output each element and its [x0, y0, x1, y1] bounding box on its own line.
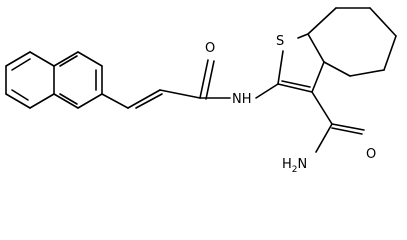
- vinyl-linker: [101, 89, 201, 109]
- amide-oxygen-label: O: [366, 147, 376, 162]
- thiophene-ring: S: [276, 33, 325, 93]
- naphthalene-ring-right: [53, 51, 103, 109]
- sulfur-label: S: [276, 34, 284, 49]
- amide-nh-group: NH: [199, 83, 279, 107]
- amide-nh-label: NH: [232, 92, 252, 107]
- amine-n-label: N: [298, 157, 308, 172]
- amine-nh2-label: H2N: [282, 157, 307, 175]
- naphthalene-ring-left: [5, 51, 55, 109]
- carbonyl-group: O: [199, 41, 215, 100]
- carbonyl-oxygen-label: O: [205, 41, 215, 56]
- amine-h-label: H: [282, 157, 292, 172]
- amine-subscript-label: 2: [292, 165, 298, 175]
- chemical-structure-diagram: O NH S O H2N: [5, 7, 397, 175]
- carboxamide-group: O H2N: [282, 91, 376, 175]
- cyclohexene-ring: [307, 7, 397, 77]
